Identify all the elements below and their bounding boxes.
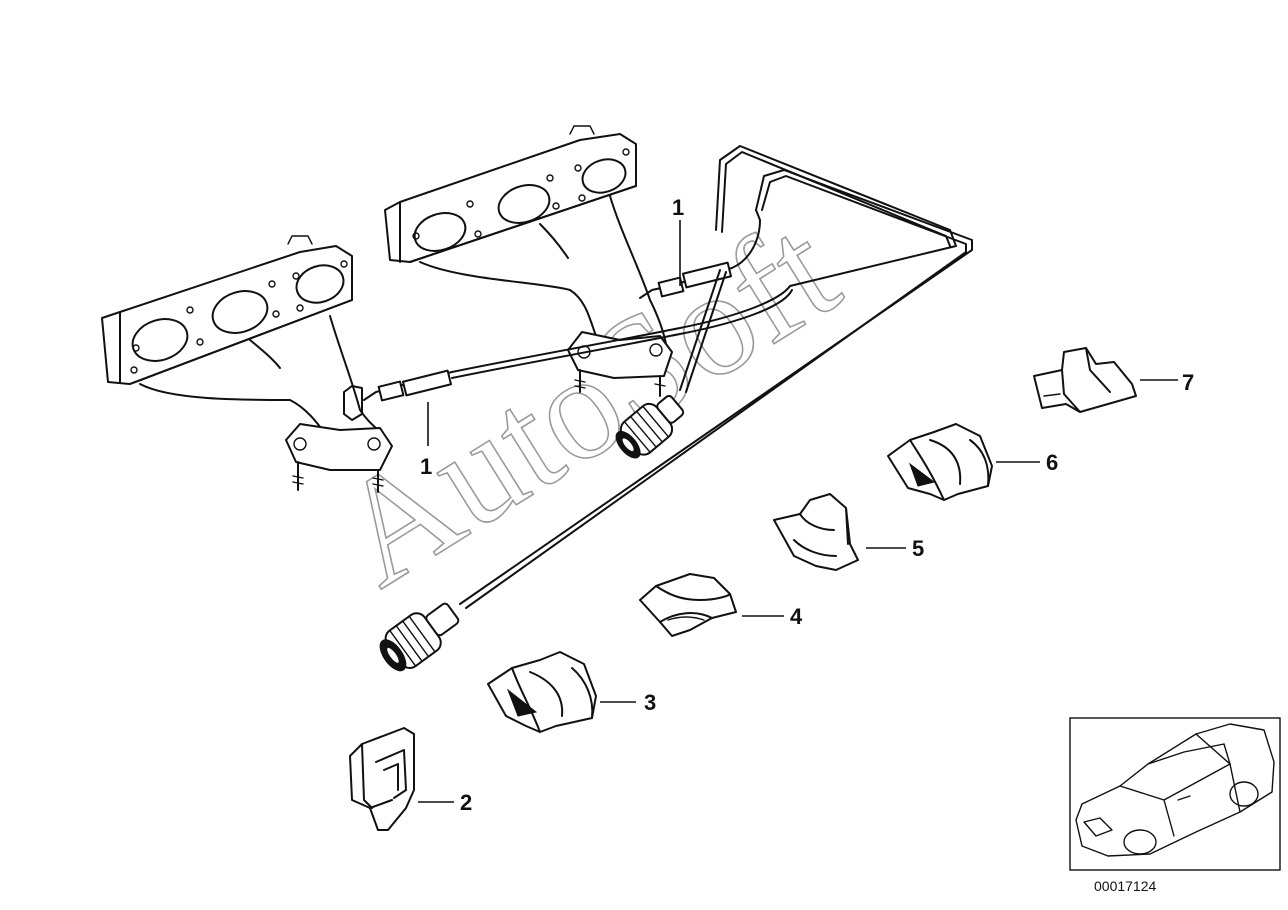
clip-7-icon xyxy=(1033,347,1137,413)
clip-5-icon xyxy=(773,493,859,571)
callout-5: 5 xyxy=(912,536,924,561)
clip-4-icon xyxy=(639,573,737,637)
clip-6-icon xyxy=(887,423,993,501)
leader-lines xyxy=(418,220,1178,803)
clip-2-icon xyxy=(349,727,415,831)
sensor-harness xyxy=(459,145,973,609)
callout-3: 3 xyxy=(644,690,656,715)
exhaust-manifold-front-icon xyxy=(101,235,393,493)
car-thumbnail-icon xyxy=(1069,717,1281,871)
callout-6: 6 xyxy=(1046,450,1058,475)
clip-3-icon xyxy=(487,651,597,733)
connector-lower-icon xyxy=(379,602,460,672)
callout-1-lower: 1 xyxy=(420,454,432,479)
document-number: 00017124 xyxy=(1094,878,1157,894)
exhaust-manifold-rear-icon xyxy=(384,125,673,397)
callout-1-upper: 1 xyxy=(672,195,684,220)
callout-4: 4 xyxy=(790,604,803,629)
oxygen-sensor-rear-icon xyxy=(639,209,761,299)
callout-7: 7 xyxy=(1182,370,1194,395)
callout-labels: 1 1 2 3 4 5 6 7 xyxy=(420,195,1194,815)
connector-upper-icon xyxy=(615,395,685,459)
oxygen-sensor-front-icon xyxy=(363,285,793,402)
callout-2: 2 xyxy=(460,790,472,815)
